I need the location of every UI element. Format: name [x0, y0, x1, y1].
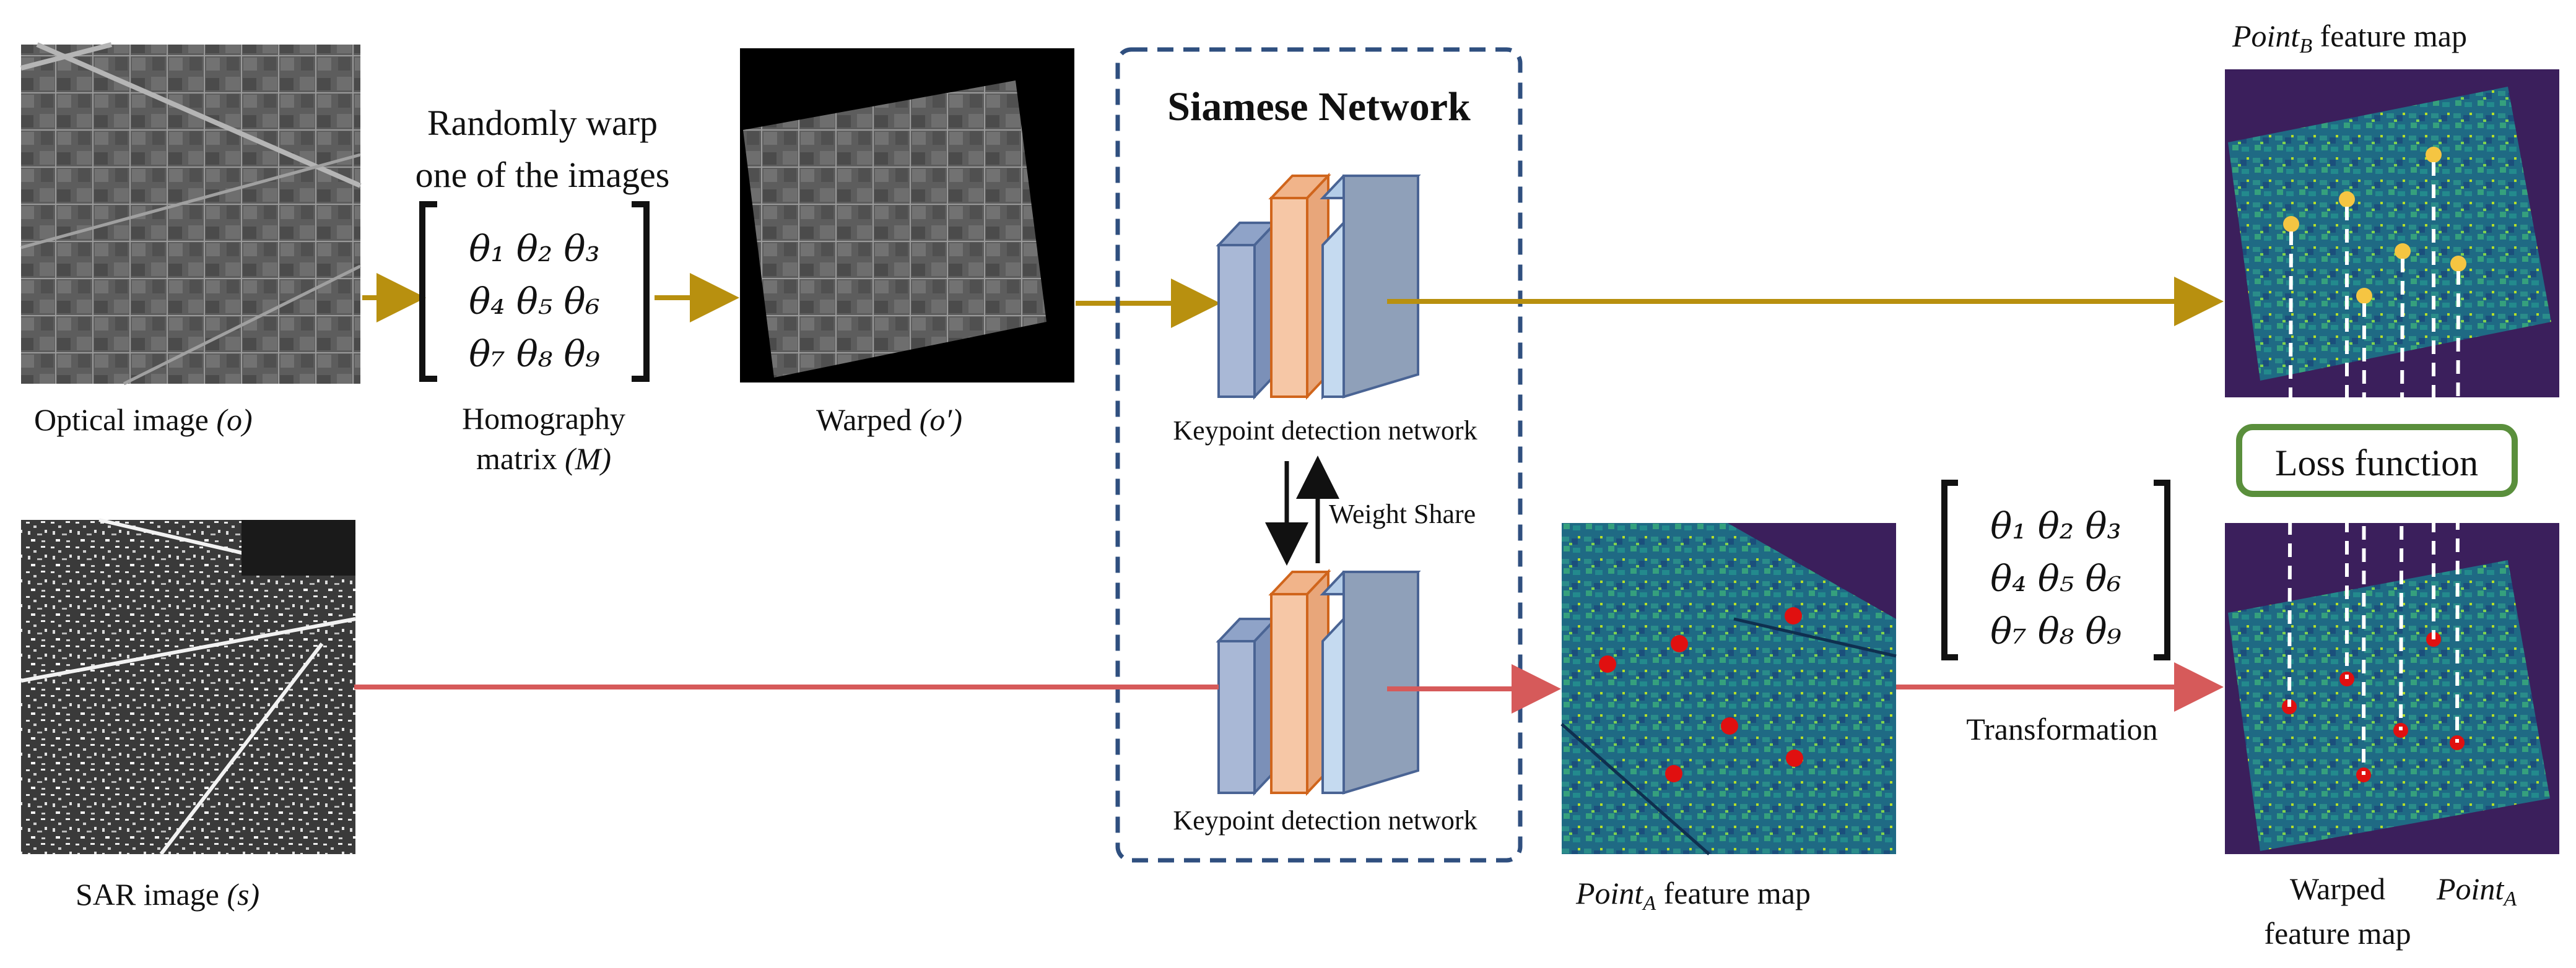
keypoint-a-5	[1786, 750, 1803, 767]
trans-left-bracket	[1941, 480, 1958, 660]
pointb-feature-map	[2225, 69, 2559, 397]
keypoint-b-2	[2339, 191, 2355, 207]
siamese-network-title: Siamese Network	[1167, 84, 1471, 129]
weight-share-label: Weight Share	[1329, 499, 1476, 529]
matrix-right-bracket	[632, 201, 650, 382]
keypoint-a-2	[1671, 635, 1688, 652]
trans-row-3: θ₇ θ₈ θ₉	[1990, 610, 2121, 652]
keypoint-b-1	[2426, 147, 2442, 163]
keypoint-b-6	[2356, 288, 2372, 304]
siamese-network-box	[1115, 47, 1523, 863]
trans-row-1: θ₁ θ₂ θ₃	[1990, 505, 2121, 547]
conv-block-1-top	[1216, 219, 1279, 400]
warped-pointa-caption: PointA	[2436, 871, 2517, 910]
loss-function-label: Loss function	[2275, 443, 2478, 483]
matrix-row-3: θ₇ θ₈ θ₉	[469, 333, 599, 375]
homography-caption-line1: Homography	[462, 401, 625, 436]
warped-feature-caption-line1: Warped	[2290, 871, 2385, 906]
loss-function-box	[2236, 424, 2518, 497]
keypoint-network-bottom	[1216, 568, 1421, 797]
matrix-row-2: θ₄ θ₅ θ₆	[469, 280, 599, 322]
pointa-feature-map	[1560, 523, 1897, 855]
keypoint-a-1	[1785, 607, 1802, 624]
keypoint-b-5	[2450, 256, 2466, 272]
transformation-matrix: θ₁ θ₂ θ₃ θ₄ θ₅ θ₆ θ₇ θ₈ θ₉	[1941, 480, 2170, 660]
warped-image	[740, 48, 1074, 382]
keypoint-a-4	[1721, 717, 1738, 735]
warped-feature-caption-line2: feature map	[2264, 916, 2411, 951]
pointa-caption: PointA feature map	[1575, 876, 1811, 915]
sar-image	[20, 518, 356, 855]
trans-row-2: θ₄ θ₅ θ₆	[1990, 558, 2121, 600]
keypoint-network-top	[1216, 172, 1421, 400]
homography-matrix: θ₁ θ₂ θ₃ θ₄ θ₅ θ₆ θ₇ θ₈ θ₉	[419, 201, 650, 382]
sar-image-caption: SAR image (s)	[76, 877, 259, 912]
random-warp-line2: one of the images	[416, 155, 670, 195]
matrix-left-bracket	[419, 201, 437, 382]
pointb-caption: PointB feature map	[2232, 19, 2467, 58]
trans-right-bracket	[2154, 480, 2170, 660]
keypoint-a-3	[1599, 655, 1616, 673]
homography-caption-line2: matrix (M)	[476, 441, 611, 476]
warped-feature-map	[2225, 523, 2559, 854]
random-warp-line1: Randomly warp	[427, 103, 658, 143]
conv-block-3-top	[1320, 175, 1421, 400]
keypoint-b-4	[2395, 243, 2411, 259]
conv-block-3-bottom	[1320, 571, 1421, 795]
warped-caption: Warped (o′)	[816, 402, 962, 437]
optical-image	[20, 42, 362, 386]
keypoint-a-6	[1665, 765, 1682, 782]
keypoint-network-bottom-label: Keypoint detection network	[1173, 805, 1477, 836]
optical-image-caption: Optical image (o)	[34, 402, 253, 437]
keypoint-b-3	[2283, 216, 2299, 232]
transformation-label: Transformation	[1966, 712, 2157, 746]
conv-block-2-bottom	[1268, 568, 1331, 797]
conv-block-2-top	[1268, 172, 1331, 400]
conv-block-1-bottom	[1216, 615, 1279, 797]
matrix-row-1: θ₁ θ₂ θ₃	[469, 228, 599, 270]
keypoint-network-top-label: Keypoint detection network	[1173, 415, 1477, 446]
